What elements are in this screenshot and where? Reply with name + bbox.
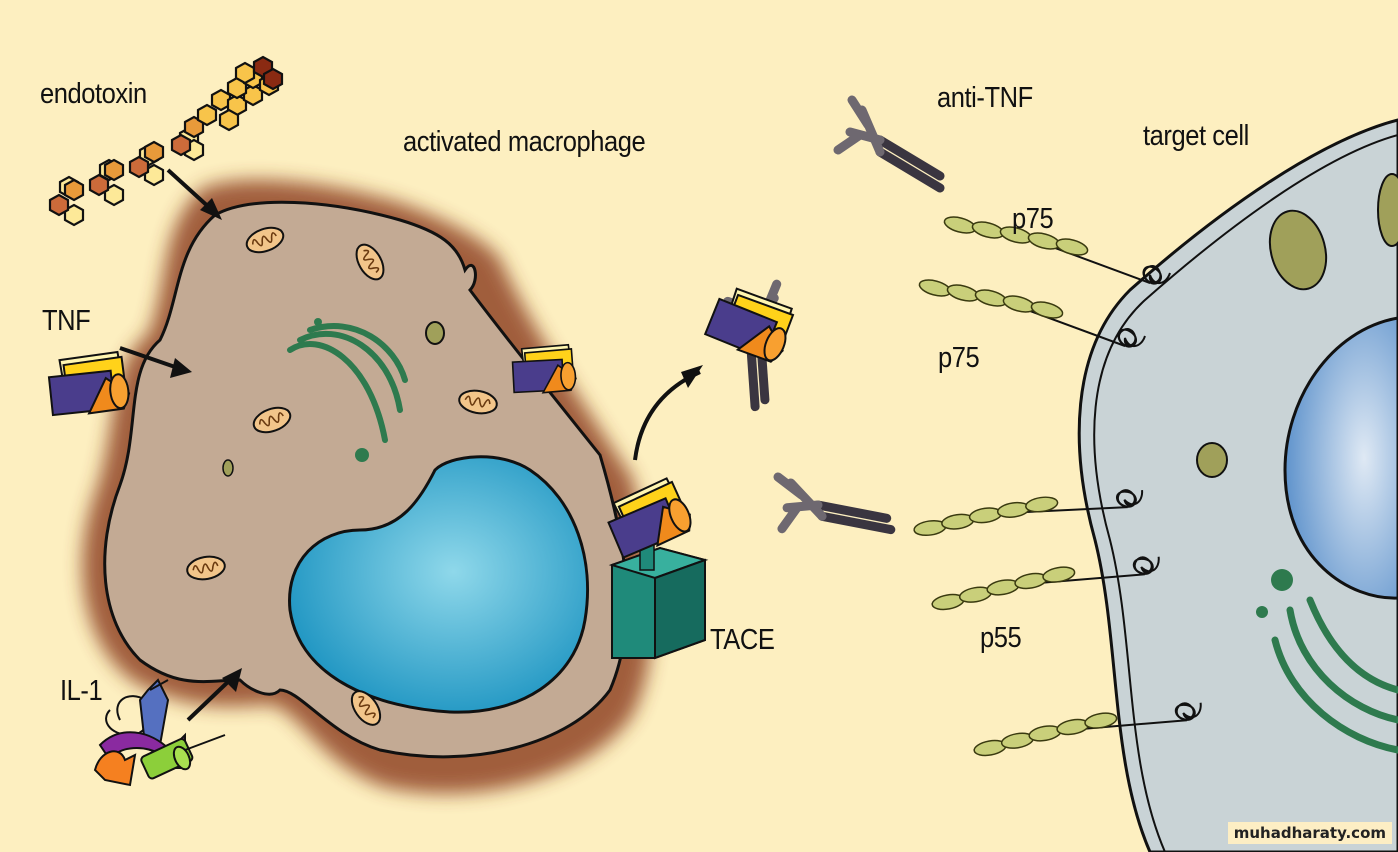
- macrophage-nucleus: [288, 455, 589, 714]
- tace-enzyme: [608, 539, 709, 660]
- release-arrow-head: [681, 365, 703, 388]
- label-p55: p55: [980, 622, 1022, 654]
- receptor-p75-a: [941, 213, 1171, 285]
- il1-molecule: [93, 678, 226, 787]
- label-activated-macrophage: activated macrophage: [403, 126, 646, 158]
- label-tnf: TNF: [42, 305, 91, 337]
- target-golgi: [1271, 596, 1398, 754]
- target-nucleus: [1283, 316, 1398, 600]
- golgi: [287, 323, 408, 443]
- label-tace: TACE: [710, 624, 775, 656]
- label-target-cell: target cell: [1143, 120, 1249, 152]
- label-endotoxin: endotoxin: [40, 78, 147, 110]
- anti-tnf-antibody-mid: [765, 447, 891, 565]
- endotoxin-molecule: [48, 55, 284, 227]
- arrows: [119, 168, 242, 722]
- label-il1: IL-1: [60, 675, 103, 707]
- label-p75-b: p75: [938, 342, 980, 374]
- target-cell: [1077, 118, 1398, 852]
- watermark: muhadharaty.com: [1227, 822, 1392, 844]
- label-p75-a: p75: [1012, 203, 1054, 235]
- anti-tnf-antibody-top: [838, 100, 940, 188]
- label-anti-tnf: anti-TNF: [937, 82, 1033, 114]
